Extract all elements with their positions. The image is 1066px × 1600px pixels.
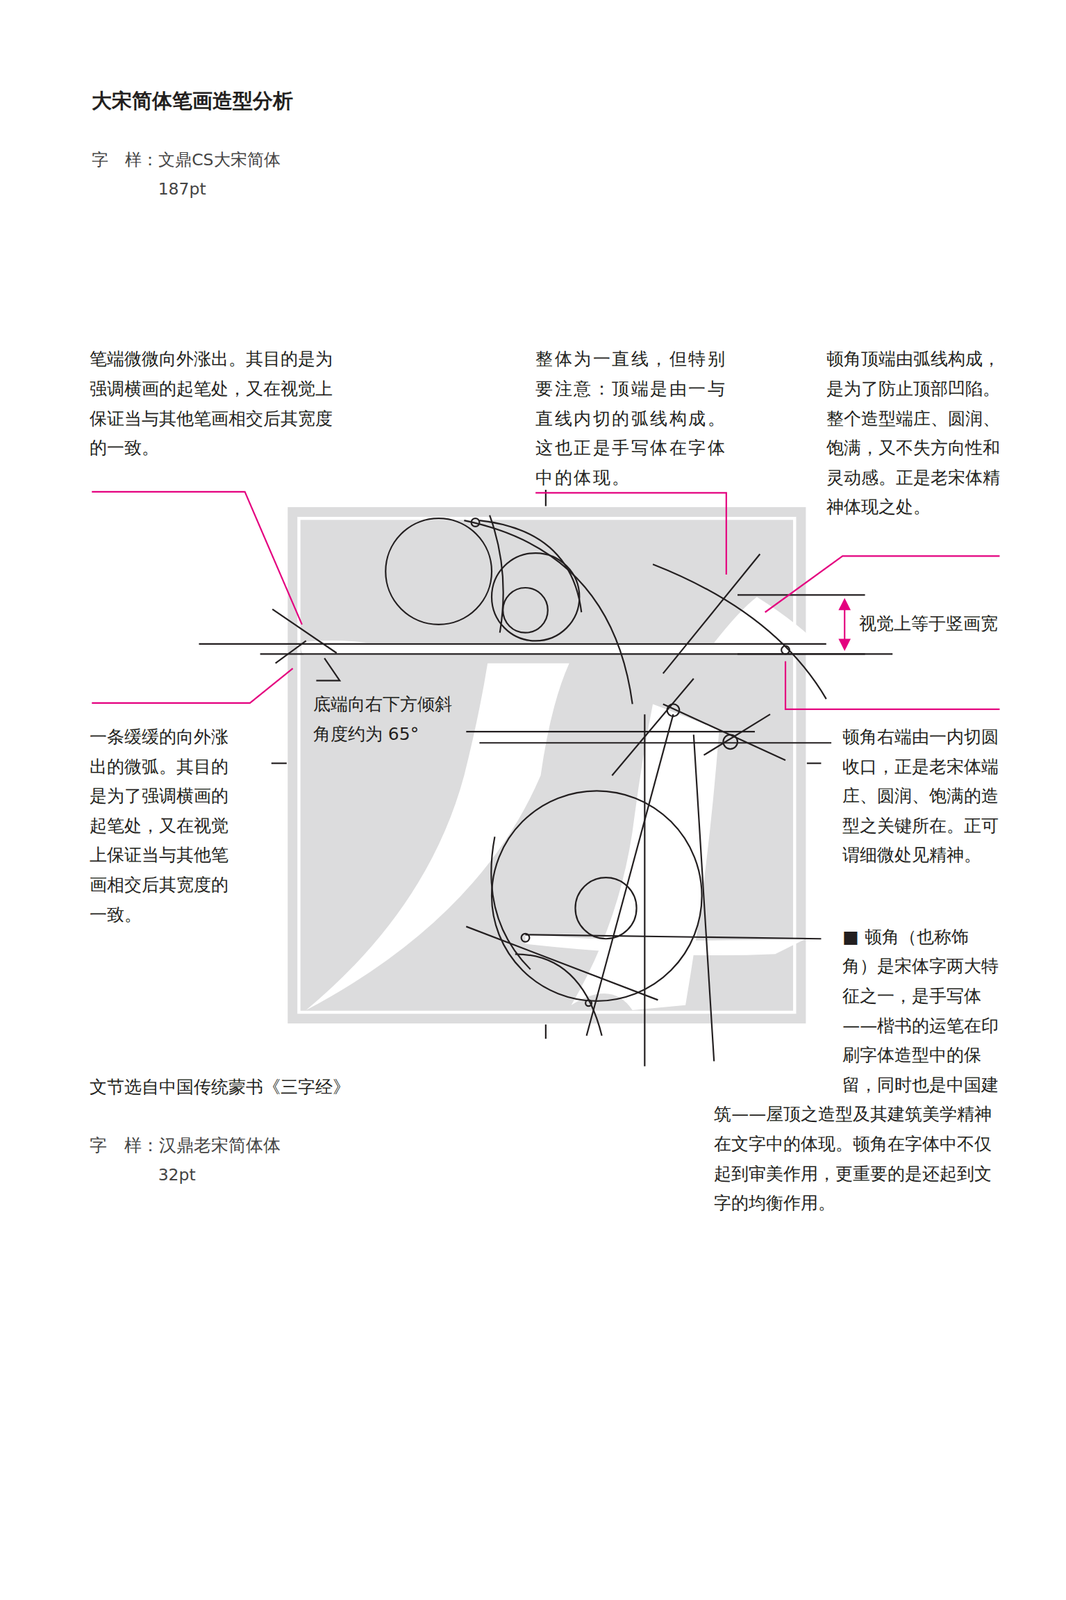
page-title: 大宋简体笔画造型分析 <box>91 85 294 116</box>
callout-text: 顿角右端由一内切圆收口，正是老宋体端庄、圆润、饱满的造型之关键所在。正可谓细微处… <box>842 722 1006 871</box>
callout-text: 整体为一直线，但特别要注意：顶端是由一与直线内切的弧线构成。这也正是手写体在字体… <box>535 344 737 493</box>
specimen-note: 字 样：文鼎CS大宋简体 <box>91 145 280 176</box>
size-note: 187pt <box>158 174 207 205</box>
corner-note: ■ 顿角（也称饰角）是宋体字两大特征之一，是手写体——楷书的运笔在印刷字体造型中… <box>713 922 1003 1219</box>
specimen-note: 字 样：汉鼎老宋简体体 <box>89 1130 281 1161</box>
dimension-label: 视觉上等于竖画宽 <box>859 609 998 639</box>
callout-text: 顿角顶端由弧线构成，是为了防止顶部凹陷。整个造型端庄、圆润、饱满，又不失方向性和… <box>826 344 1007 523</box>
wrap-spacer <box>713 922 843 1071</box>
angle-note: 底端向右下方倾斜角度约为 65° <box>313 689 460 749</box>
source-note: 文节选自中国传统蒙书《三字经》 <box>89 1072 351 1103</box>
callout-text: 一条缓缓的向外涨出的微弧。其目的是为了强调横画的起笔处，又在视觉上保证当与其他笔… <box>89 722 236 930</box>
size-note: 32pt <box>158 1159 196 1190</box>
callout-text: 笔端微微向外涨出。其目的是为强调横画的起笔处，又在视觉上保证当与其他笔画相交后其… <box>89 344 340 463</box>
